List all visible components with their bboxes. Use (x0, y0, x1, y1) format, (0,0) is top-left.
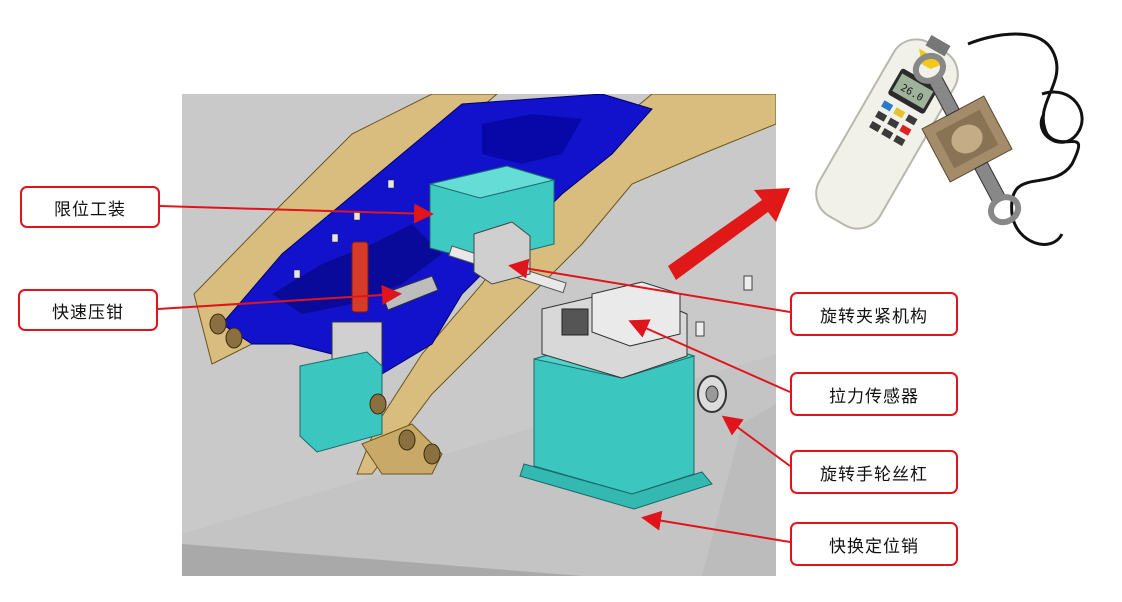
force-gauge-photo: 26.0 (792, 14, 1092, 258)
force-gauge-illustration: 26.0 (815, 32, 1084, 246)
callout-quick-pin: 快换定位销 (790, 522, 958, 566)
callout-quick-clamp: 快速压钳 (18, 289, 158, 331)
fixture-cad-render (182, 94, 776, 576)
callout-handwheel-screw: 旋转手轮丝杠 (790, 450, 958, 494)
fixture-cad-illustration (182, 94, 776, 576)
callout-tension-sensor: 拉力传感器 (790, 372, 958, 416)
callout-limit-fixture: 限位工装 (20, 186, 160, 228)
callout-rotary-clamp: 旋转夹紧机构 (790, 292, 958, 336)
